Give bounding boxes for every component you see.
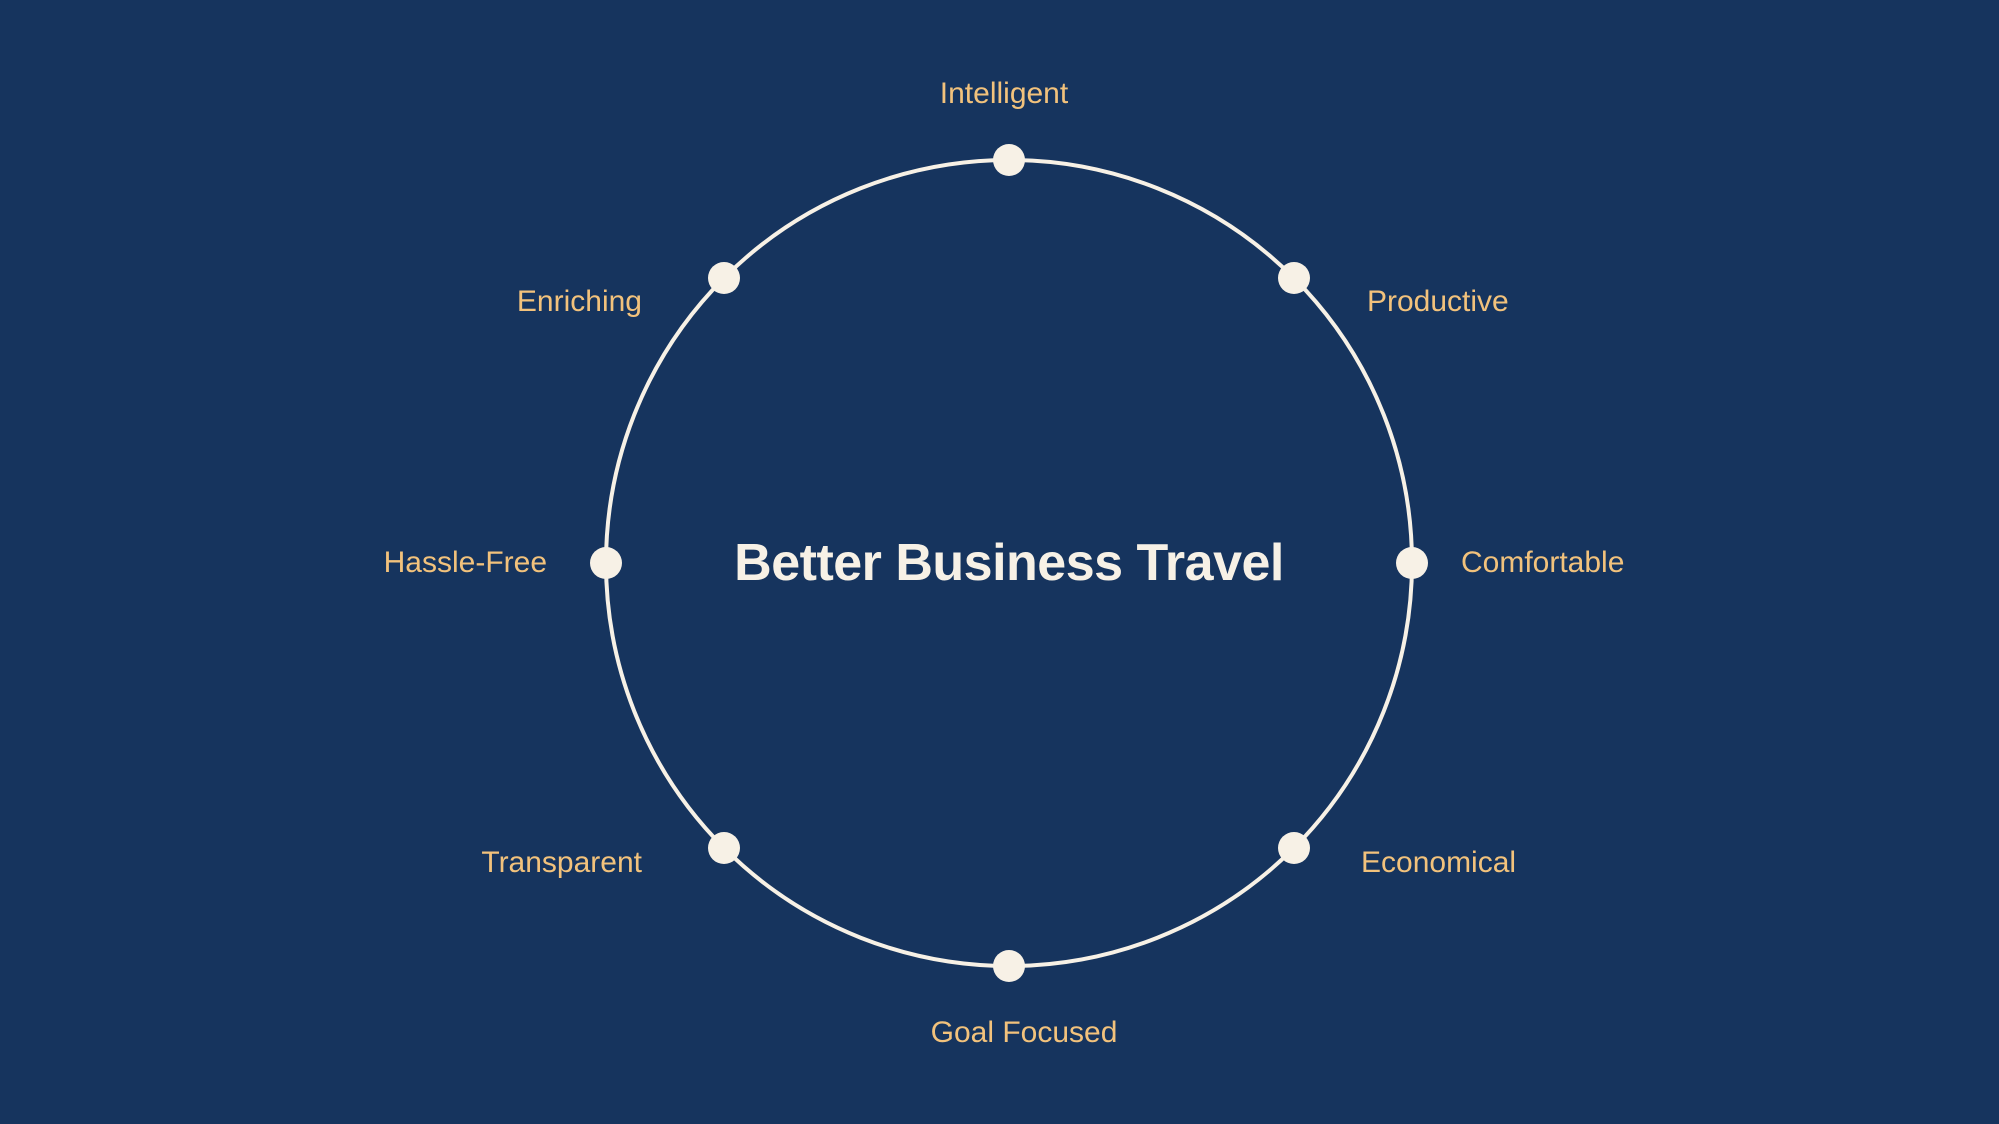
node-label-intelligent: Intelligent xyxy=(939,77,1069,110)
node-label-hassle-free: Hassle-Free xyxy=(383,546,547,579)
node-dot-comfortable xyxy=(1396,547,1428,579)
node-label-goal-focused: Goal Focused xyxy=(930,1016,1118,1049)
node-label-transparent: Transparent xyxy=(481,846,642,879)
node-dot-transparent xyxy=(708,832,740,864)
node-dot-hassle-free xyxy=(590,547,622,579)
node-label-enriching: Enriching xyxy=(516,285,642,318)
node-dot-goal-focused xyxy=(993,950,1025,982)
node-dot-intelligent xyxy=(993,144,1025,176)
node-label-productive: Productive xyxy=(1367,285,1509,318)
diagram-title: Better Business Travel xyxy=(734,534,1284,592)
node-dot-economical xyxy=(1278,832,1310,864)
node-label-comfortable: Comfortable xyxy=(1461,546,1625,579)
node-dot-enriching xyxy=(708,262,740,294)
node-dot-productive xyxy=(1278,262,1310,294)
node-label-economical: Economical xyxy=(1361,846,1517,879)
